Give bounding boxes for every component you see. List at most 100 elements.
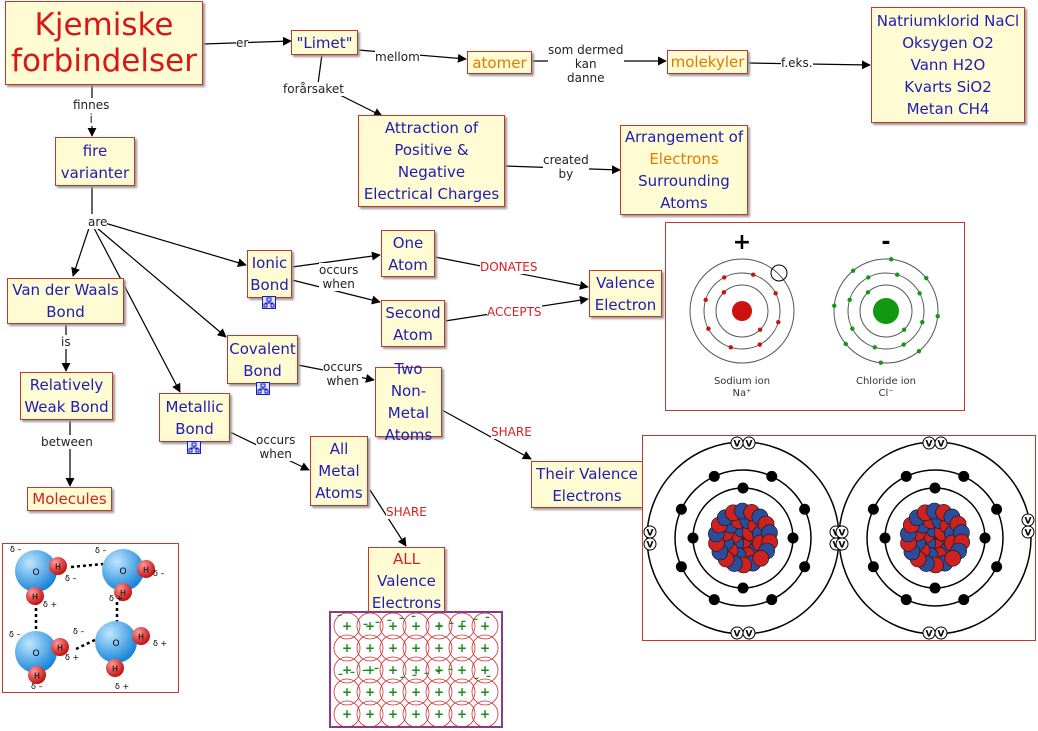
electron-dot bbox=[872, 345, 877, 350]
valence-electron-label: V bbox=[746, 630, 753, 640]
node-ionic-bond[interactable]: Ionic Bond bbox=[247, 250, 292, 298]
free-electron: – bbox=[461, 616, 466, 627]
metal-ion-plus: + bbox=[411, 707, 421, 721]
node-molekyler[interactable]: molekyler bbox=[667, 50, 748, 74]
node-covalent-bond[interactable]: Covalent Bond bbox=[227, 335, 298, 384]
valence-electron-label: V bbox=[1025, 529, 1032, 539]
metal-ion-outline bbox=[425, 612, 453, 640]
covalent-bond-image: VVVVVVVVVVVVVVVV bbox=[642, 435, 1036, 641]
metal-ion-outline bbox=[402, 612, 430, 640]
hydrogen-atom bbox=[137, 560, 155, 578]
oxygen-atom bbox=[15, 550, 57, 592]
electron-dot bbox=[929, 482, 941, 494]
metal-ion-plus: + bbox=[388, 619, 398, 633]
electron-dot bbox=[751, 272, 756, 277]
valence-electron-label: V bbox=[746, 440, 753, 450]
node-atomer[interactable]: atomer bbox=[467, 51, 532, 74]
node-relatively-weak-bond[interactable]: Relatively Weak Bond bbox=[20, 372, 113, 420]
metal-ion-outline bbox=[379, 678, 407, 706]
link-label-occurs-when-covalent: occurs when bbox=[323, 360, 363, 388]
metal-ion-plus: + bbox=[457, 619, 467, 633]
link-label-mellom: mellom bbox=[375, 50, 420, 64]
valence-electron-label: V bbox=[647, 529, 654, 539]
metal-ion-outline bbox=[448, 634, 476, 662]
all-valence-label-all: ALL bbox=[393, 550, 420, 568]
metal-ion-outline bbox=[379, 656, 407, 684]
hydrogen-label: H bbox=[143, 566, 149, 575]
link-label-share-covalent: SHARE bbox=[491, 425, 532, 439]
node-kjemiske-forbindelser[interactable]: Kjemiske forbindelser bbox=[5, 1, 203, 85]
electron-dot bbox=[766, 470, 778, 482]
concept-map-icon[interactable] bbox=[262, 296, 276, 309]
node-two-non-metal-atoms[interactable]: Two Non-Metal Atoms bbox=[375, 360, 442, 444]
metal-ion-outline bbox=[356, 612, 384, 640]
electron-dot bbox=[958, 594, 970, 606]
valence-electron-label: V bbox=[734, 630, 741, 640]
valence-electron bbox=[934, 626, 948, 640]
node-second-atom[interactable]: Second Atom bbox=[381, 300, 445, 347]
node-examples[interactable]: Natriumklorid NaCl Oksygen O2 Vann H2O K… bbox=[871, 7, 1025, 123]
concept-map-icon[interactable] bbox=[187, 441, 201, 454]
partial-charge: δ – bbox=[73, 627, 84, 636]
metal-ion-outline bbox=[425, 656, 453, 684]
oxygen-atom bbox=[102, 549, 144, 591]
electron-dot bbox=[929, 582, 941, 594]
free-electron: – bbox=[411, 613, 416, 622]
electron-dot bbox=[799, 561, 811, 573]
electron-dot bbox=[991, 561, 1003, 573]
node-arrangement[interactable]: Arrangement of Electrons Surrounding Ato… bbox=[620, 125, 748, 215]
chloride-ion-symbol: Cl⁻ bbox=[878, 388, 893, 399]
node-attraction[interactable]: Attraction of Positive & Negative Electr… bbox=[358, 115, 505, 207]
node-van-der-waals-bond[interactable]: Van der Waals Bond bbox=[7, 278, 124, 324]
partial-charge: δ – bbox=[153, 569, 164, 578]
metal-ion-plus: + bbox=[365, 641, 375, 655]
node-their-valence-electrons[interactable]: Their Valence Electrons bbox=[531, 461, 643, 508]
arrangement-label-bottom: Surrounding Atoms bbox=[638, 172, 730, 212]
electron-dot bbox=[850, 326, 855, 331]
hydrogen-atom bbox=[114, 583, 132, 601]
hydrogen-atom bbox=[51, 638, 69, 656]
hydrogen-atom bbox=[26, 587, 44, 605]
partial-charge: δ – bbox=[31, 682, 42, 691]
link-label-accepts: ACCEPTS bbox=[487, 305, 542, 319]
node-valence-electron[interactable]: Valence Electron bbox=[589, 270, 662, 317]
free-electron: – bbox=[399, 613, 404, 624]
electron-dot bbox=[757, 327, 763, 332]
concept-map-icon[interactable] bbox=[256, 382, 270, 395]
hydrogen-atom bbox=[49, 557, 67, 575]
electron-dot bbox=[799, 503, 811, 515]
free-electron: – bbox=[374, 663, 379, 674]
node-fire-varianter[interactable]: fire varianter bbox=[55, 137, 135, 186]
link-label-between: between bbox=[41, 435, 93, 449]
oxygen-atom bbox=[95, 621, 137, 663]
free-electron: – bbox=[474, 673, 479, 684]
node-molecules[interactable]: Molecules bbox=[27, 487, 112, 511]
metal-ion-plus: + bbox=[365, 685, 375, 699]
node-limet[interactable]: "Limet" bbox=[291, 30, 358, 55]
arrangement-label-electrons: Electrons bbox=[649, 150, 719, 168]
electron-dot bbox=[888, 257, 894, 262]
ionic-bond-image: + - Sodium ion Na⁺ Chloride ion Cl⁻ bbox=[665, 222, 965, 411]
node-metallic-bond[interactable]: Metallic Bond bbox=[159, 393, 230, 442]
metal-ion-outline bbox=[402, 678, 430, 706]
free-electron: – bbox=[337, 613, 342, 621]
partial-charge: δ + bbox=[153, 639, 167, 648]
metal-ion-plus: + bbox=[434, 641, 444, 655]
metal-ion-outline bbox=[356, 656, 384, 684]
metal-ion-plus: + bbox=[342, 619, 352, 633]
valence-electron bbox=[934, 436, 948, 450]
electron-dot bbox=[867, 503, 879, 515]
electron-dot bbox=[917, 291, 922, 296]
metal-ion-outline bbox=[356, 678, 384, 706]
node-all-valence-electrons[interactable]: ALL Valence Electrons bbox=[368, 547, 445, 615]
metal-ion-plus: + bbox=[457, 685, 467, 699]
hydrogen-label: H bbox=[55, 563, 61, 572]
electron-dot bbox=[850, 268, 856, 273]
electron-dot bbox=[991, 503, 1003, 515]
node-all-metal-atoms[interactable]: All Metal Atoms bbox=[310, 436, 368, 506]
metal-ion-plus: + bbox=[365, 707, 375, 721]
link-label-donates: DONATES bbox=[480, 260, 538, 274]
node-one-atom[interactable]: One Atom bbox=[381, 230, 435, 277]
valence-electron bbox=[742, 436, 756, 450]
valence-electron-label: V bbox=[839, 541, 846, 551]
